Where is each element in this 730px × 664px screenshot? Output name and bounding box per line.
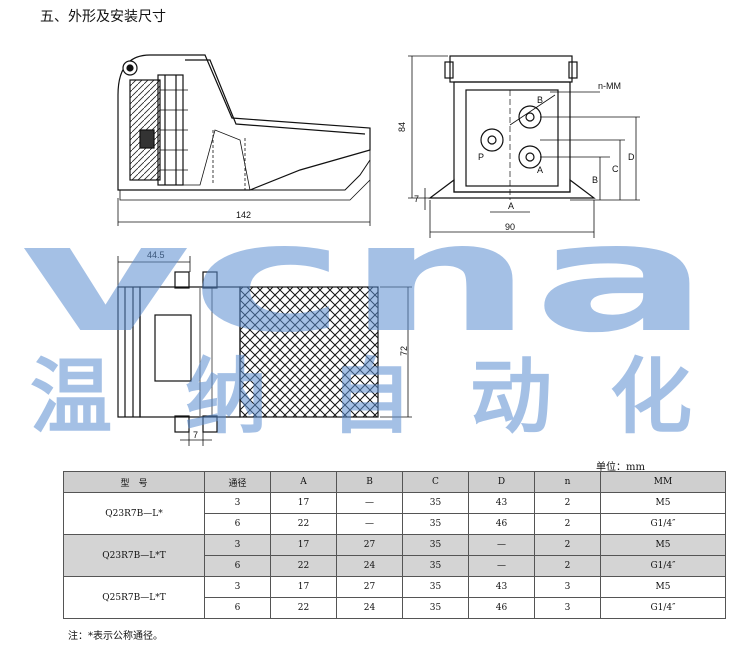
table-cell: 3 — [204, 492, 271, 514]
table-cell: 43 — [468, 576, 535, 598]
table-cell: 3 — [534, 597, 601, 619]
front-view — [428, 55, 600, 200]
table-cell: — — [468, 555, 535, 577]
side-length-label: 142 — [236, 210, 251, 220]
table-cell: 35 — [402, 534, 469, 556]
front-width-label: 90 — [505, 222, 515, 232]
table-cell: 27 — [336, 576, 403, 598]
header-b: B — [336, 471, 403, 493]
port-p-label: P — [478, 152, 484, 162]
header-a: A — [270, 471, 337, 493]
table-row: Q25R7B—L*T 3 17 27 35 43 3 M5 — [63, 576, 726, 619]
model-cell: Q25R7B—L*T — [63, 576, 205, 619]
top-view — [117, 271, 379, 433]
top-dimensions — [117, 256, 412, 446]
footnote: 注：*表示公称通径。 — [68, 631, 163, 642]
table-cell: G1/4″ — [600, 555, 726, 577]
table-cell: — — [468, 534, 535, 556]
table-row: Q23R7B—L*T 3 17 27 35 — 2 M5 — [63, 534, 726, 577]
table-cell: 35 — [402, 597, 469, 619]
table-cell: 43 — [468, 492, 535, 514]
table-cell: 35 — [402, 576, 469, 598]
table-cell: M5 — [600, 492, 726, 514]
side-length-dimension — [117, 150, 371, 226]
table-cell: 24 — [336, 597, 403, 619]
header-mm: MM — [600, 471, 726, 493]
table-cell: 24 — [336, 555, 403, 577]
technical-drawing: 142 84 7 90 A B C D — [117, 54, 640, 446]
dim-b-label: B — [592, 175, 598, 185]
dim-c-label: C — [612, 164, 619, 174]
table-cell: 35 — [402, 555, 469, 577]
table-cell: — — [336, 492, 403, 514]
port-b-label: B — [537, 95, 543, 105]
top-width-label: 72 — [399, 346, 409, 356]
table-cell: 22 — [270, 555, 337, 577]
table-cell: 22 — [270, 513, 337, 535]
table-cell: 27 — [336, 534, 403, 556]
table-cell: 2 — [534, 534, 601, 556]
section-heading: 五、外形及安装尺寸 — [40, 9, 166, 25]
table-cell: 3 — [204, 534, 271, 556]
header-d: D — [468, 471, 535, 493]
front-height-label: 84 — [397, 122, 407, 132]
table-cell: 46 — [468, 513, 535, 535]
table-header-row: 型 号 通径 A B C D n MM — [63, 471, 726, 493]
table-row: Q23R7B—L* 3 17 — 35 43 2 M5 — [63, 492, 726, 535]
port-thread-label: n-MM — [598, 81, 621, 91]
table-cell: 3 — [204, 576, 271, 598]
table-cell: 17 — [270, 534, 337, 556]
header-c: C — [402, 471, 469, 493]
table-cell: — — [336, 513, 403, 535]
table-cell: 2 — [534, 492, 601, 514]
table-row: 6 22 — 35 46 2 G1/4″ — [64, 513, 726, 535]
model-cell: Q23R7B—L* — [63, 492, 205, 535]
port-a-label: A — [537, 165, 543, 175]
table-row: 6 22 24 35 46 3 G1/4″ — [64, 597, 726, 619]
front-base-label: 7 — [414, 194, 419, 204]
table-cell: 6 — [204, 597, 271, 619]
table-cell: 2 — [534, 513, 601, 535]
table-cell: 35 — [402, 513, 469, 535]
table-cell: 46 — [468, 597, 535, 619]
model-cell: Q23R7B—L*T — [63, 534, 205, 577]
table-cell: 6 — [204, 513, 271, 535]
table-cell: G1/4″ — [600, 513, 726, 535]
header-model: 型 号 — [63, 471, 205, 493]
top-slot-label: 7 — [193, 430, 198, 440]
header-bore: 通径 — [204, 471, 271, 493]
table-cell: 22 — [270, 597, 337, 619]
table-cell: 3 — [534, 576, 601, 598]
table-cell: M5 — [600, 576, 726, 598]
table-cell: G1/4″ — [600, 597, 726, 619]
side-view — [117, 54, 371, 201]
dim-a-label: A — [508, 201, 514, 211]
table-cell: 35 — [402, 492, 469, 514]
top-offset-label: 44.5 — [147, 250, 165, 260]
front-dimensions — [408, 55, 640, 238]
table-row: 6 22 24 35 — 2 G1/4″ — [64, 555, 726, 577]
table-cell: M5 — [600, 534, 726, 556]
table-cell: 6 — [204, 555, 271, 577]
table-cell: 2 — [534, 555, 601, 577]
dim-d-label: D — [628, 152, 635, 162]
table-cell: 17 — [270, 492, 337, 514]
spec-table: 型 号 通径 A B C D n MM Q23R7B—L* 3 17 — 35 … — [63, 471, 726, 619]
table-cell: 17 — [270, 576, 337, 598]
unit-label: 单位：mm — [596, 462, 645, 473]
header-n: n — [534, 471, 601, 493]
